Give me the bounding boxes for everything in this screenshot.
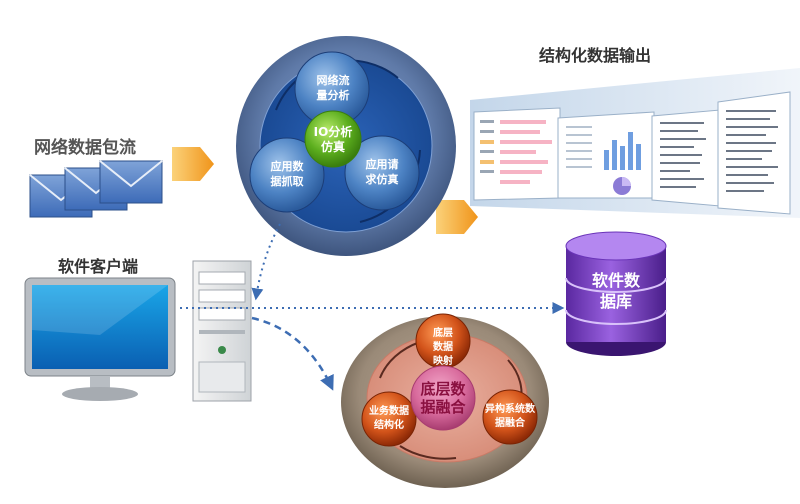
network-stream-label: 网络数据包流 [34,138,136,158]
node-heterogeneous-fusion-label: 异构系统数据融合 [485,404,535,429]
node-data-capture-label: 应用数据抓取 [270,160,304,188]
cycle-arrow [399,445,457,460]
flow-arrow-icon [436,200,478,234]
structured-output-panels [470,68,800,218]
database-label: 软件数据库 [591,271,640,311]
node-data-capture [249,137,325,213]
io-center-label: IO分析仿真 [313,125,353,154]
chart-panel [557,111,655,199]
structured-output-label: 结构化数据输出 [539,46,652,65]
list-panel [651,109,721,207]
detail-panel [717,91,791,215]
report-panel [473,107,561,201]
data-fusion-cycle [341,313,549,488]
monitor-icon [24,277,176,401]
fusion-center-label: 底层数据融合 [420,380,466,416]
io-center-core [304,110,362,168]
node-request-simulation-label: 应用请求仿真 [365,158,399,186]
database-cylinder [565,231,667,356]
packet-envelopes [29,160,163,218]
envelope-icon [99,160,163,204]
cycle-arrow [379,341,421,379]
pc-tower-icon [192,260,252,402]
node-heterogeneous-fusion [482,389,538,445]
node-business-structuring-label: 业务数据结构化 [369,406,409,431]
node-business-structuring [361,391,417,447]
software-client-label: 软件客户端 [58,257,139,276]
connector-capture-to-tower [251,223,281,301]
node-low-level-mapping-label: 底层数据映射 [433,328,453,367]
fusion-center-core [410,365,476,431]
connector-tower-to-fusion [251,316,334,391]
node-request-simulation [344,135,420,211]
node-traffic-analysis-label: 网络流量分析 [316,74,350,102]
flow-arrow-icon [172,147,214,181]
io-analysis-cycle [236,36,456,256]
